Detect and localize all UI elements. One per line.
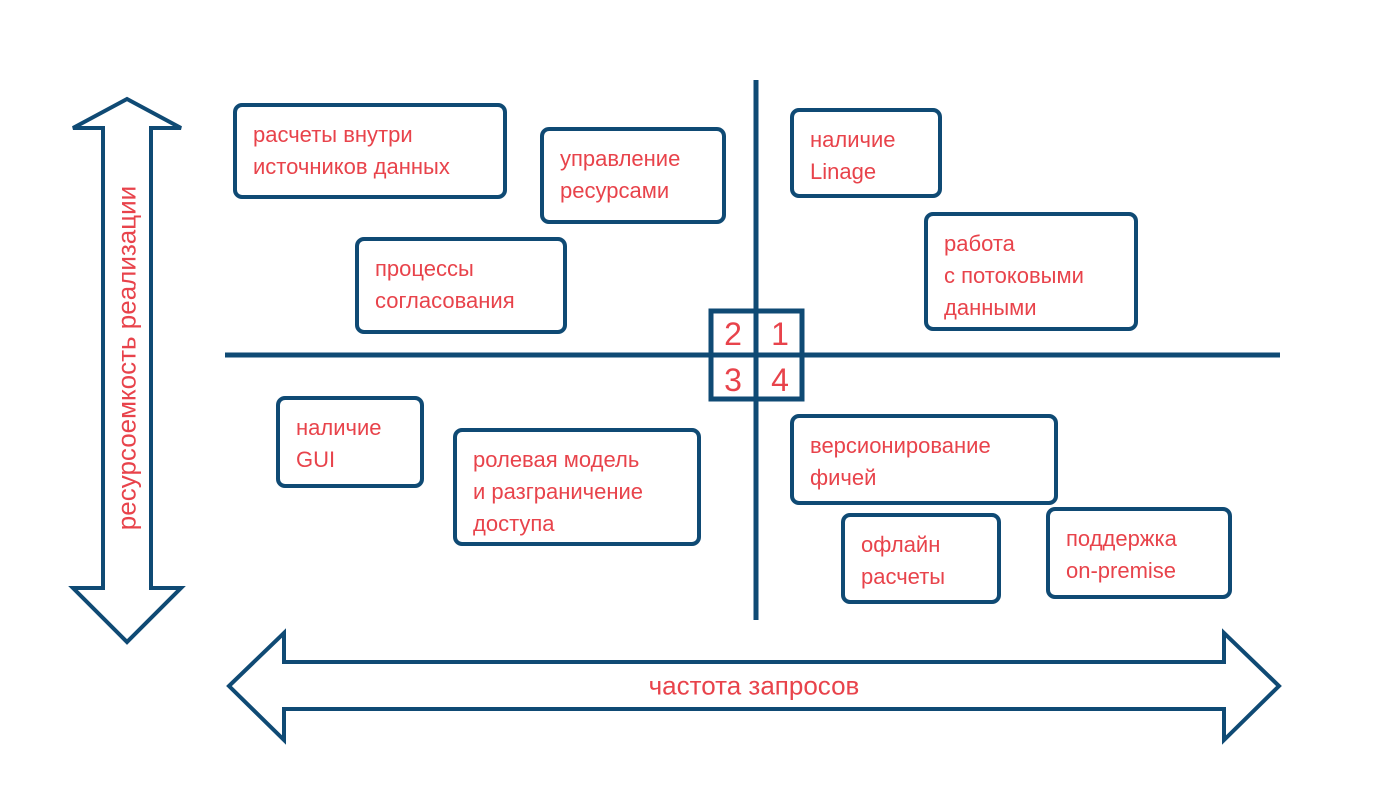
up-arrow-head <box>73 99 181 128</box>
card-lineage: наличие Linage <box>790 108 942 198</box>
card-on-premise: поддержка on-premise <box>1046 507 1232 599</box>
card-role-model: ролевая модель и разграничение доступа <box>453 428 701 546</box>
horizontal-double-arrow <box>226 628 1282 745</box>
card-calc-inside-sources: расчеты внутри источников данных <box>233 103 507 199</box>
quadrant-number-3: 3 <box>724 362 742 398</box>
quadrant-number-1: 1 <box>771 316 789 352</box>
card-approval-processes: процессы согласования <box>355 237 567 334</box>
card-feature-versioning: версионирование фичей <box>790 414 1058 505</box>
y-axis-label: ресурсоемкость реализации <box>111 185 142 531</box>
vertical-double-arrow <box>68 96 186 645</box>
card-gui: наличие GUI <box>276 396 424 488</box>
quadrant-index-grid <box>708 308 805 402</box>
card-offline-calc: офлайн расчеты <box>841 513 1001 604</box>
quadrant-number-2: 2 <box>724 316 742 352</box>
card-resource-management: управление ресурсами <box>540 127 726 224</box>
x-axis-label: частота запросов <box>648 670 860 701</box>
quadrant-number-4: 4 <box>771 362 789 398</box>
card-streaming-data: работа с потоковыми данными <box>924 212 1138 331</box>
